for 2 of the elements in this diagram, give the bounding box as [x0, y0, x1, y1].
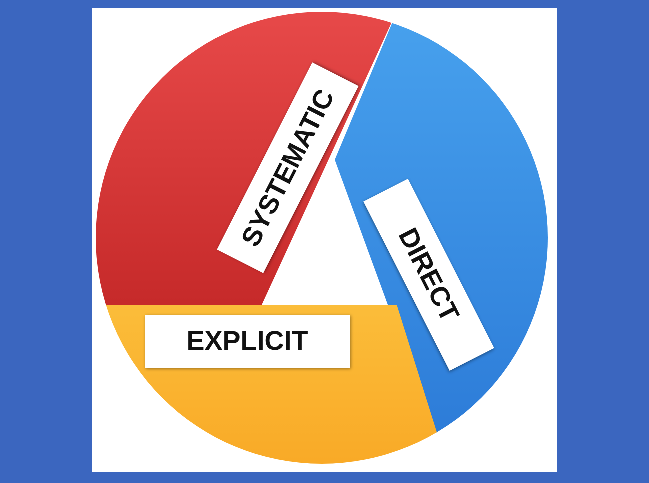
label-box	[145, 315, 350, 368]
label-text: EXPLICIT	[186, 326, 308, 357]
